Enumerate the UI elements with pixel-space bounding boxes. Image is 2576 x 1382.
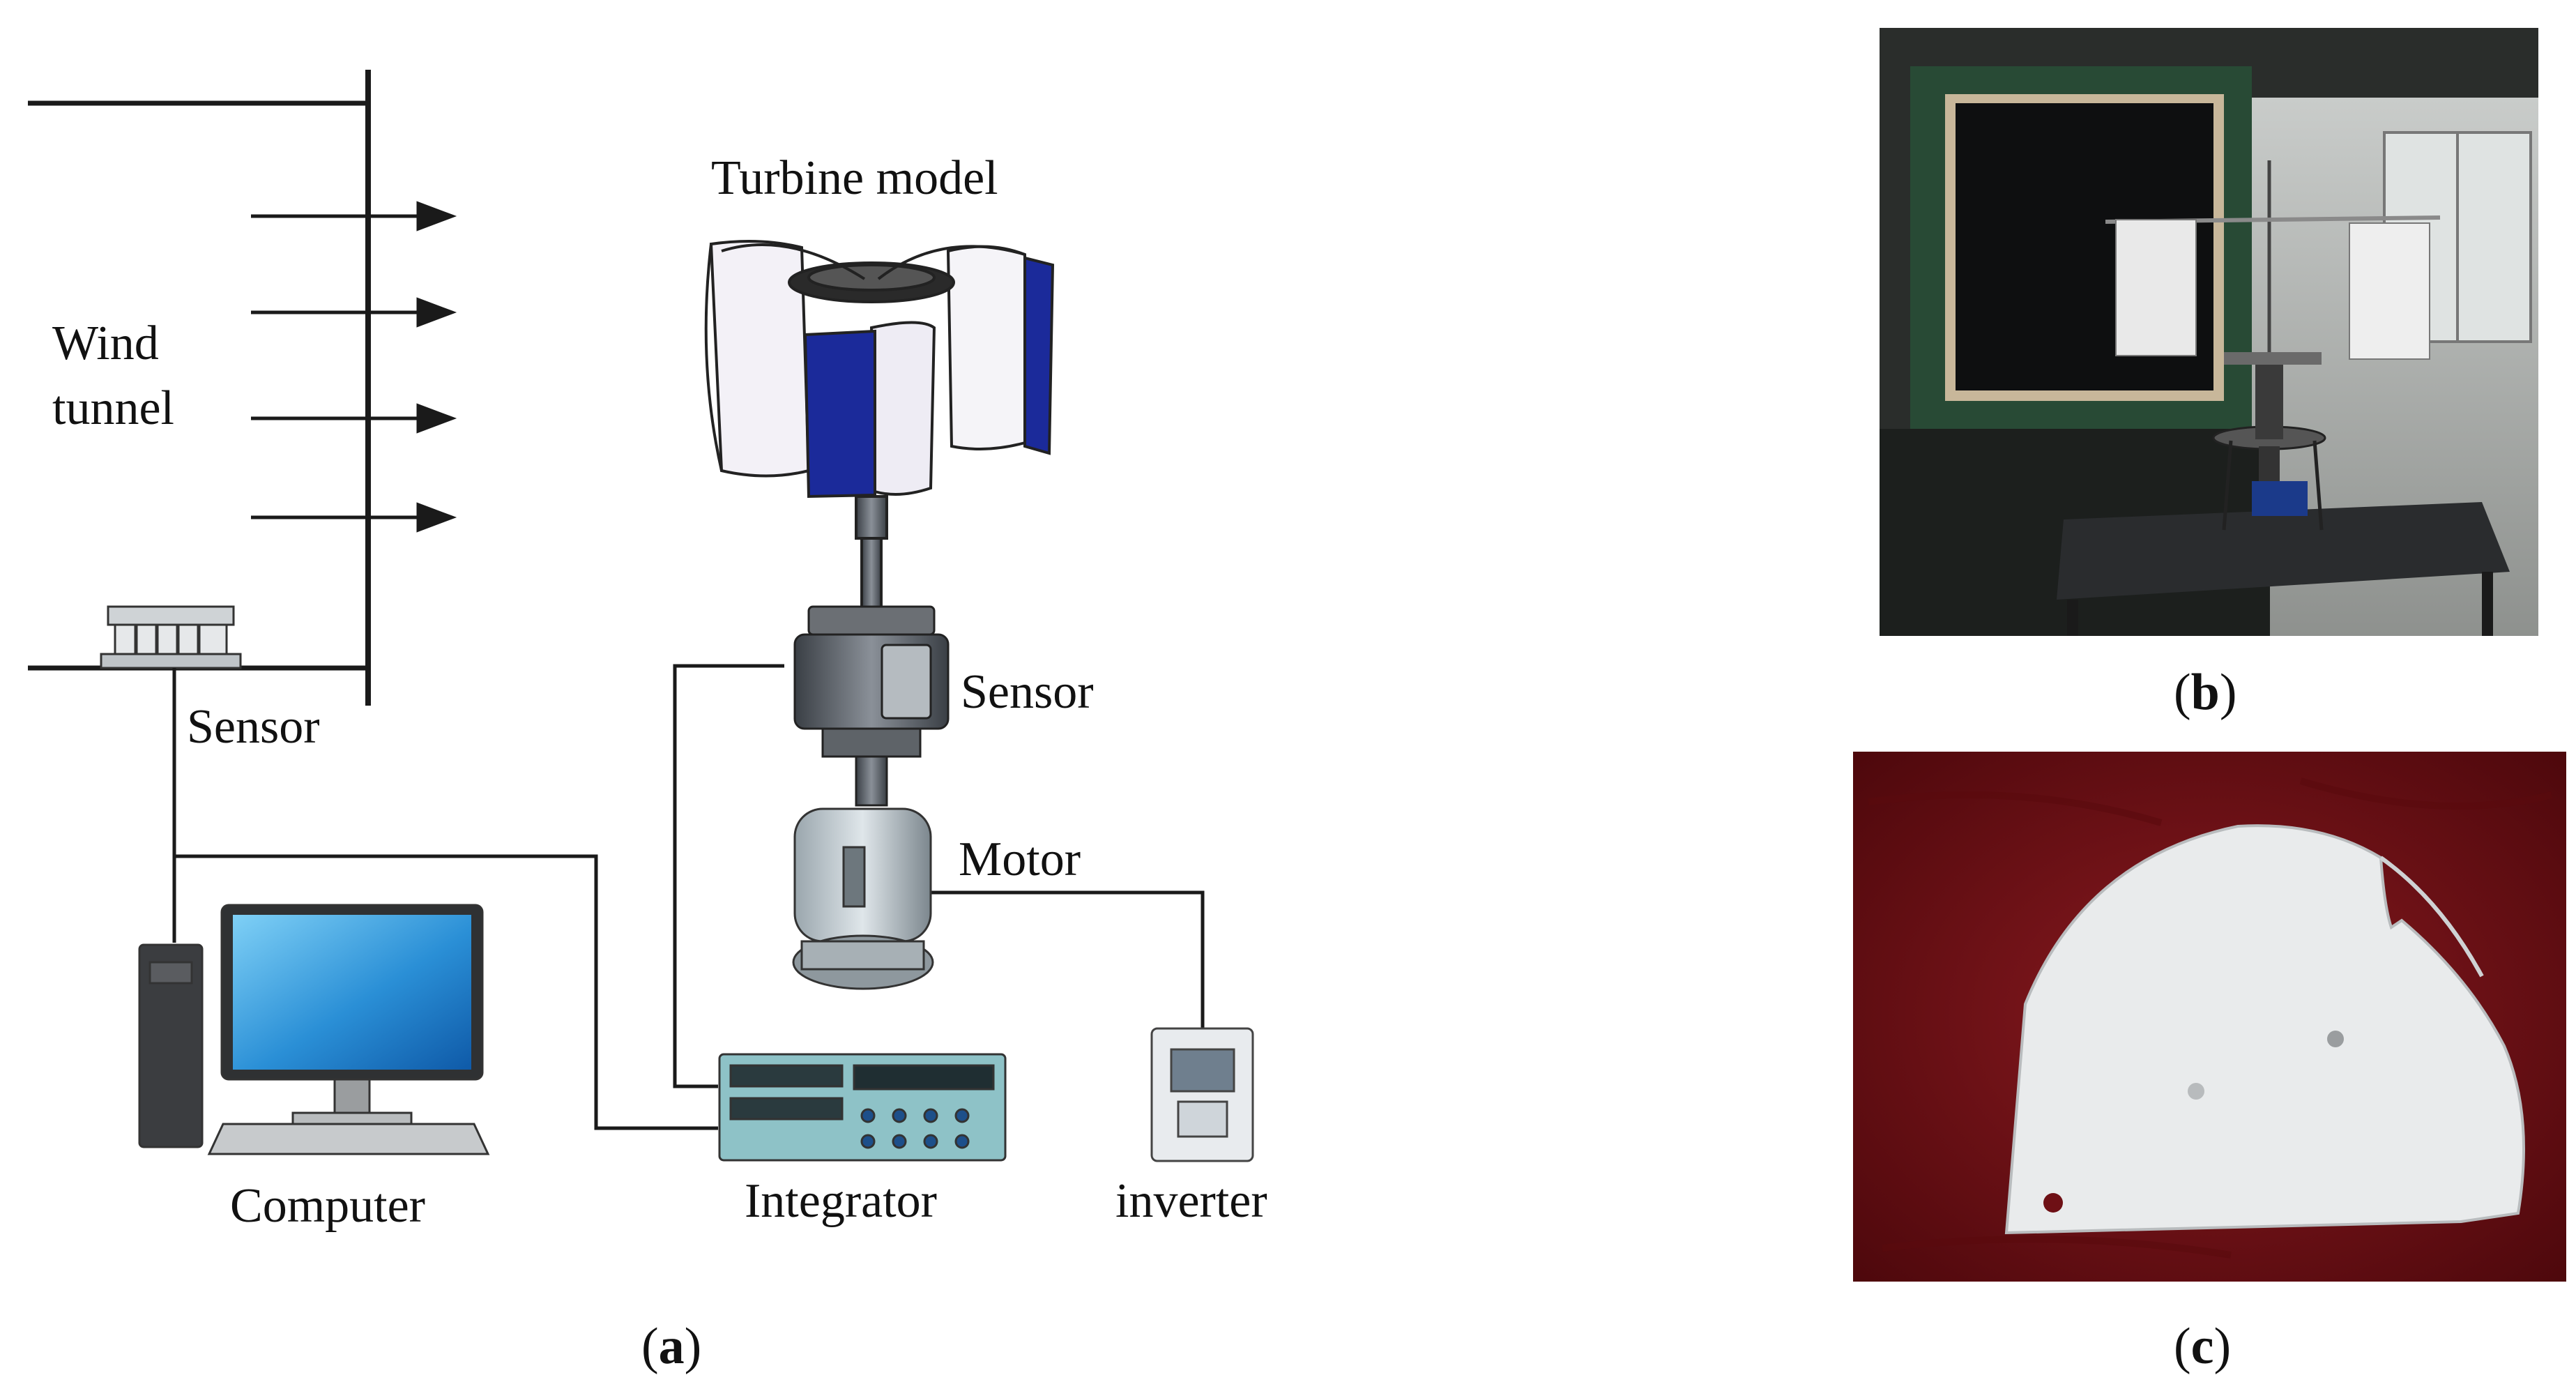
caption-a-letter: a	[659, 1318, 685, 1375]
label-computer: Computer	[230, 1179, 425, 1233]
integrator	[718, 1053, 1007, 1162]
caption-a-open: (	[641, 1318, 659, 1375]
turbine-blade-left	[2115, 219, 2197, 356]
caption-a: (a)	[641, 1318, 701, 1375]
panel-c-photo: (c)	[1853, 752, 2566, 1375]
caption-b: (b)	[2174, 664, 2236, 721]
panel-a-schematic: Turbine model Wind tunnel Sensor Sensor …	[28, 70, 1267, 1375]
wire-torque-to-integrator	[673, 664, 784, 1088]
caption-a-close: )	[685, 1318, 702, 1375]
label-wind-tunnel-line2: tunnel	[52, 381, 174, 435]
caption-b-letter: b	[2191, 664, 2220, 721]
caption-c-open: (	[2174, 1318, 2191, 1375]
flow-arrow	[251, 201, 457, 231]
wire-motor-to-inverter	[927, 890, 1205, 1028]
signal-wires	[172, 664, 1205, 1130]
computer	[138, 904, 490, 1155]
flow-arrows	[251, 201, 457, 533]
wind-speed-sensor	[100, 605, 242, 669]
turbine-model	[704, 240, 1055, 609]
label-inverter: inverter	[1115, 1174, 1267, 1228]
blade-hole	[2188, 1083, 2204, 1100]
label-wind-tunnel-line1: Wind	[52, 317, 159, 370]
label-sensor-left: Sensor	[187, 700, 320, 754]
label-sensor-right: Sensor	[961, 665, 1094, 719]
torque-sensor	[793, 605, 950, 807]
label-turbine-model: Turbine model	[711, 151, 998, 205]
turbine-blade-right	[2349, 222, 2430, 360]
label-integrator: Integrator	[745, 1174, 937, 1228]
blade-hole	[2043, 1193, 2063, 1213]
flow-arrow	[251, 297, 457, 328]
motor	[792, 807, 934, 990]
label-motor: Motor	[959, 833, 1081, 886]
computer-keyboard	[207, 1123, 490, 1155]
caption-c: (c)	[2174, 1318, 2231, 1375]
wire-sensor-to-integrator	[174, 854, 718, 1130]
flow-arrow	[251, 502, 457, 533]
caption-c-letter: c	[2191, 1318, 2214, 1375]
caption-b-close: )	[2220, 664, 2237, 721]
inverter	[1150, 1027, 1254, 1162]
blade-hole	[2327, 1031, 2344, 1047]
blade-section	[2004, 824, 2525, 1235]
computer-tower	[138, 943, 204, 1148]
caption-b-open: (	[2174, 664, 2191, 721]
caption-c-close: )	[2214, 1318, 2232, 1375]
flow-arrow	[251, 403, 457, 434]
panel-b-photo: (b)	[1880, 28, 2538, 721]
